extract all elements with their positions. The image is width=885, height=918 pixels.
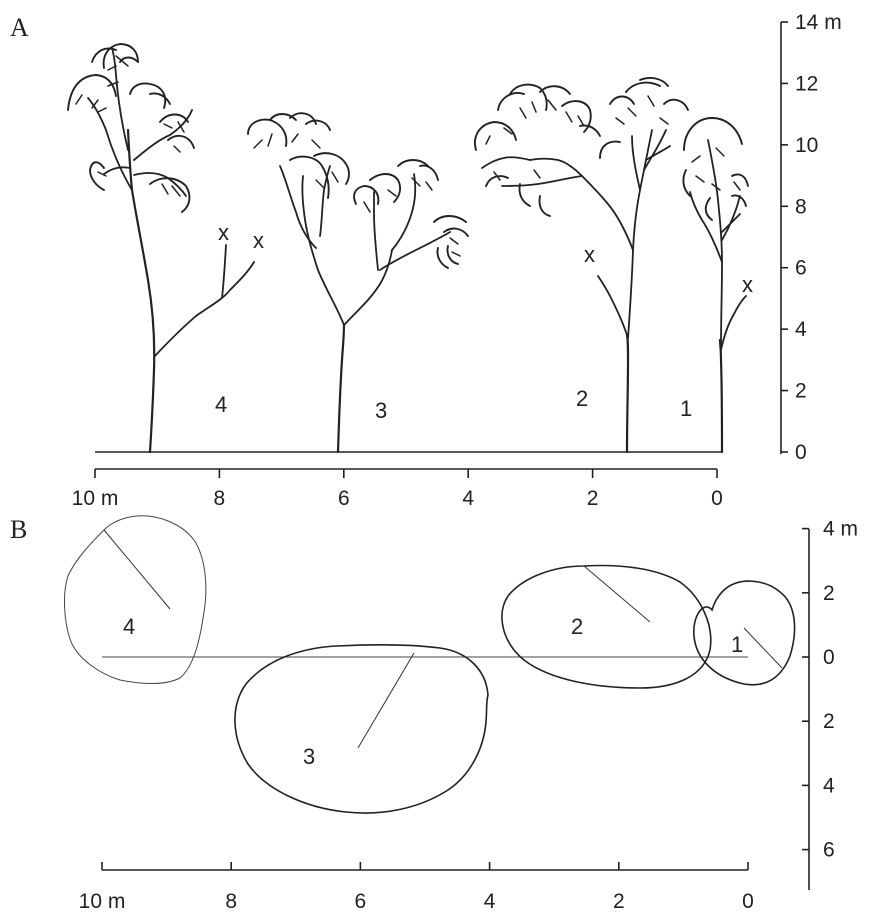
axis-tick-label: 4: [823, 774, 835, 797]
axis-tick-label: 8: [795, 195, 807, 218]
dead-branch-mark: x: [584, 242, 595, 267]
panel-b-distance-axis: 10 m 8 6 4 2 0: [79, 862, 754, 913]
axis-tick-label: 0: [823, 646, 835, 669]
panel-a-height-axis: 0 2 4 6 8 10 12 14 m: [781, 11, 842, 464]
axis-tick-label: 2: [823, 710, 835, 733]
crown-projection-4: [65, 516, 206, 684]
dead-branch-mark: x: [218, 220, 229, 245]
panel-b-offset-axis: 4 m 2 0 2 4 6: [802, 518, 858, 890]
tree-1-number: 1: [680, 396, 692, 421]
crown-projection-1: [694, 581, 795, 685]
tree-3-number: 3: [375, 398, 387, 423]
axis-tick-label: 2: [795, 380, 807, 403]
axis-tick-label: 2: [587, 487, 599, 510]
dead-branch-mark: x: [742, 272, 753, 297]
tree-1-profile: [683, 118, 748, 452]
axis-tick-label: 4 m: [823, 518, 858, 541]
panel-b-letter: B: [10, 515, 27, 544]
axis-tick-label: 8: [225, 890, 237, 913]
axis-tick-label: 6: [338, 487, 350, 510]
axis-tick-label: 10: [795, 134, 818, 157]
axis-tick-label: 6: [795, 257, 807, 280]
axis-tick-label: 14 m: [795, 11, 842, 34]
axis-tick-label: 8: [214, 487, 226, 510]
axis-tick-label: 6: [355, 890, 367, 913]
crown-projection-2: [502, 566, 711, 688]
axis-tick-label: 0: [795, 441, 807, 464]
panel-a-distance-axis: 10 m 8 6 4 2 0: [72, 469, 723, 510]
tree-3-profile: [248, 113, 468, 452]
axis-tick-label: 12: [795, 72, 818, 95]
axis-tick-label: 10 m: [79, 890, 126, 913]
axis-tick-label: 0: [742, 890, 754, 913]
axis-tick-label: 4: [795, 318, 807, 341]
tree-4-number: 4: [215, 392, 227, 417]
tree-2-number: 2: [576, 386, 588, 411]
panel-a-letter: A: [10, 13, 29, 42]
dead-branch-mark: x: [253, 228, 264, 253]
axis-tick-label: 6: [823, 839, 835, 862]
tree-4-profile: [68, 44, 254, 452]
axis-tick-label: 0: [711, 487, 723, 510]
crown-3-number: 3: [303, 744, 315, 769]
crown-projection-3: [235, 645, 488, 813]
axis-tick-label: 10 m: [72, 487, 119, 510]
axis-tick-label: 4: [462, 487, 474, 510]
crown-1-number: 1: [731, 632, 743, 657]
axis-tick-label: 4: [484, 890, 496, 913]
axis-tick-label: 2: [823, 582, 835, 605]
crown-4-number: 4: [123, 614, 135, 639]
axis-tick-label: 2: [613, 890, 625, 913]
crown-2-number: 2: [571, 614, 583, 639]
